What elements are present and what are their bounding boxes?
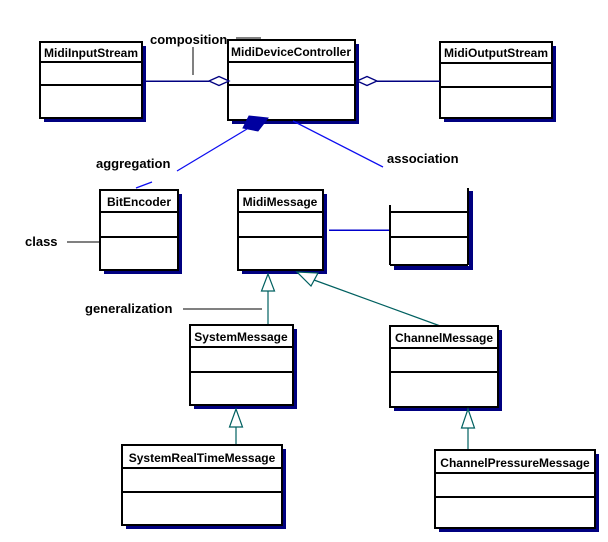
- class-title: ChannelMessage: [395, 331, 493, 345]
- class-title: MidiDeviceController: [231, 45, 351, 59]
- generalization-arrowhead-channel-pressure: [460, 407, 476, 429]
- generalization-arrowhead-system-message: [260, 272, 276, 292]
- class-title: BitEncoder: [107, 195, 171, 209]
- class-box-midi-output-stream: MidiOutputStream: [439, 41, 556, 122]
- label-composition: composition: [150, 32, 227, 47]
- box-frame: [99, 189, 179, 271]
- class-box-channel-pressure-message: ChannelPressureMessage: [434, 449, 599, 532]
- class-title: MidiInputStream: [44, 46, 138, 60]
- class-title: MidiOutputStream: [444, 46, 548, 60]
- box-frame: [39, 41, 143, 119]
- class-title: SystemMessage: [194, 330, 288, 344]
- class-box-midi-input-stream: MidiInputStream: [39, 41, 146, 122]
- association-link: [292, 120, 384, 168]
- open-diamond-left: [207, 75, 231, 87]
- class-box-midi-message: MidiMessage: [237, 189, 327, 274]
- box-frame: [237, 189, 324, 271]
- filled-diamond: [242, 115, 269, 132]
- class-box-unnamed: [389, 188, 473, 270]
- box-frame: [189, 324, 294, 406]
- label-class: class: [25, 234, 58, 249]
- aggregation-link: [176, 128, 248, 172]
- label-association: association: [387, 151, 459, 166]
- box-shadow-right: [469, 191, 473, 269]
- class-title: ChannelPressureMessage: [440, 456, 590, 470]
- box-fill: [390, 205, 468, 265]
- generalization-link-channel-message: [313, 279, 444, 328]
- class-box-midi-device-controller: MidiDeviceController: [227, 39, 359, 124]
- class-box-bit-encoder: BitEncoder: [99, 189, 182, 274]
- aggregation-link-tail: [135, 181, 153, 189]
- generalization-arrowhead-system-real-time: [228, 407, 244, 428]
- box-frame: [439, 41, 553, 119]
- class-title: MidiMessage: [243, 195, 318, 209]
- class-box-channel-message: ChannelMessage: [389, 325, 502, 411]
- class-box-system-message: SystemMessage: [189, 324, 297, 409]
- class-box-system-real-time-message: SystemRealTimeMessage: [121, 444, 286, 529]
- box-shadow-bottom: [394, 266, 473, 270]
- open-diamond-right: [355, 75, 379, 87]
- box-frame: [121, 444, 283, 526]
- box-frame: [434, 449, 596, 529]
- generalization-arrowhead-channel-message: [295, 271, 319, 287]
- label-generalization: generalization: [85, 301, 172, 316]
- class-title: SystemRealTimeMessage: [129, 451, 276, 465]
- label-aggregation: aggregation: [96, 156, 170, 171]
- box-frame: [389, 325, 499, 408]
